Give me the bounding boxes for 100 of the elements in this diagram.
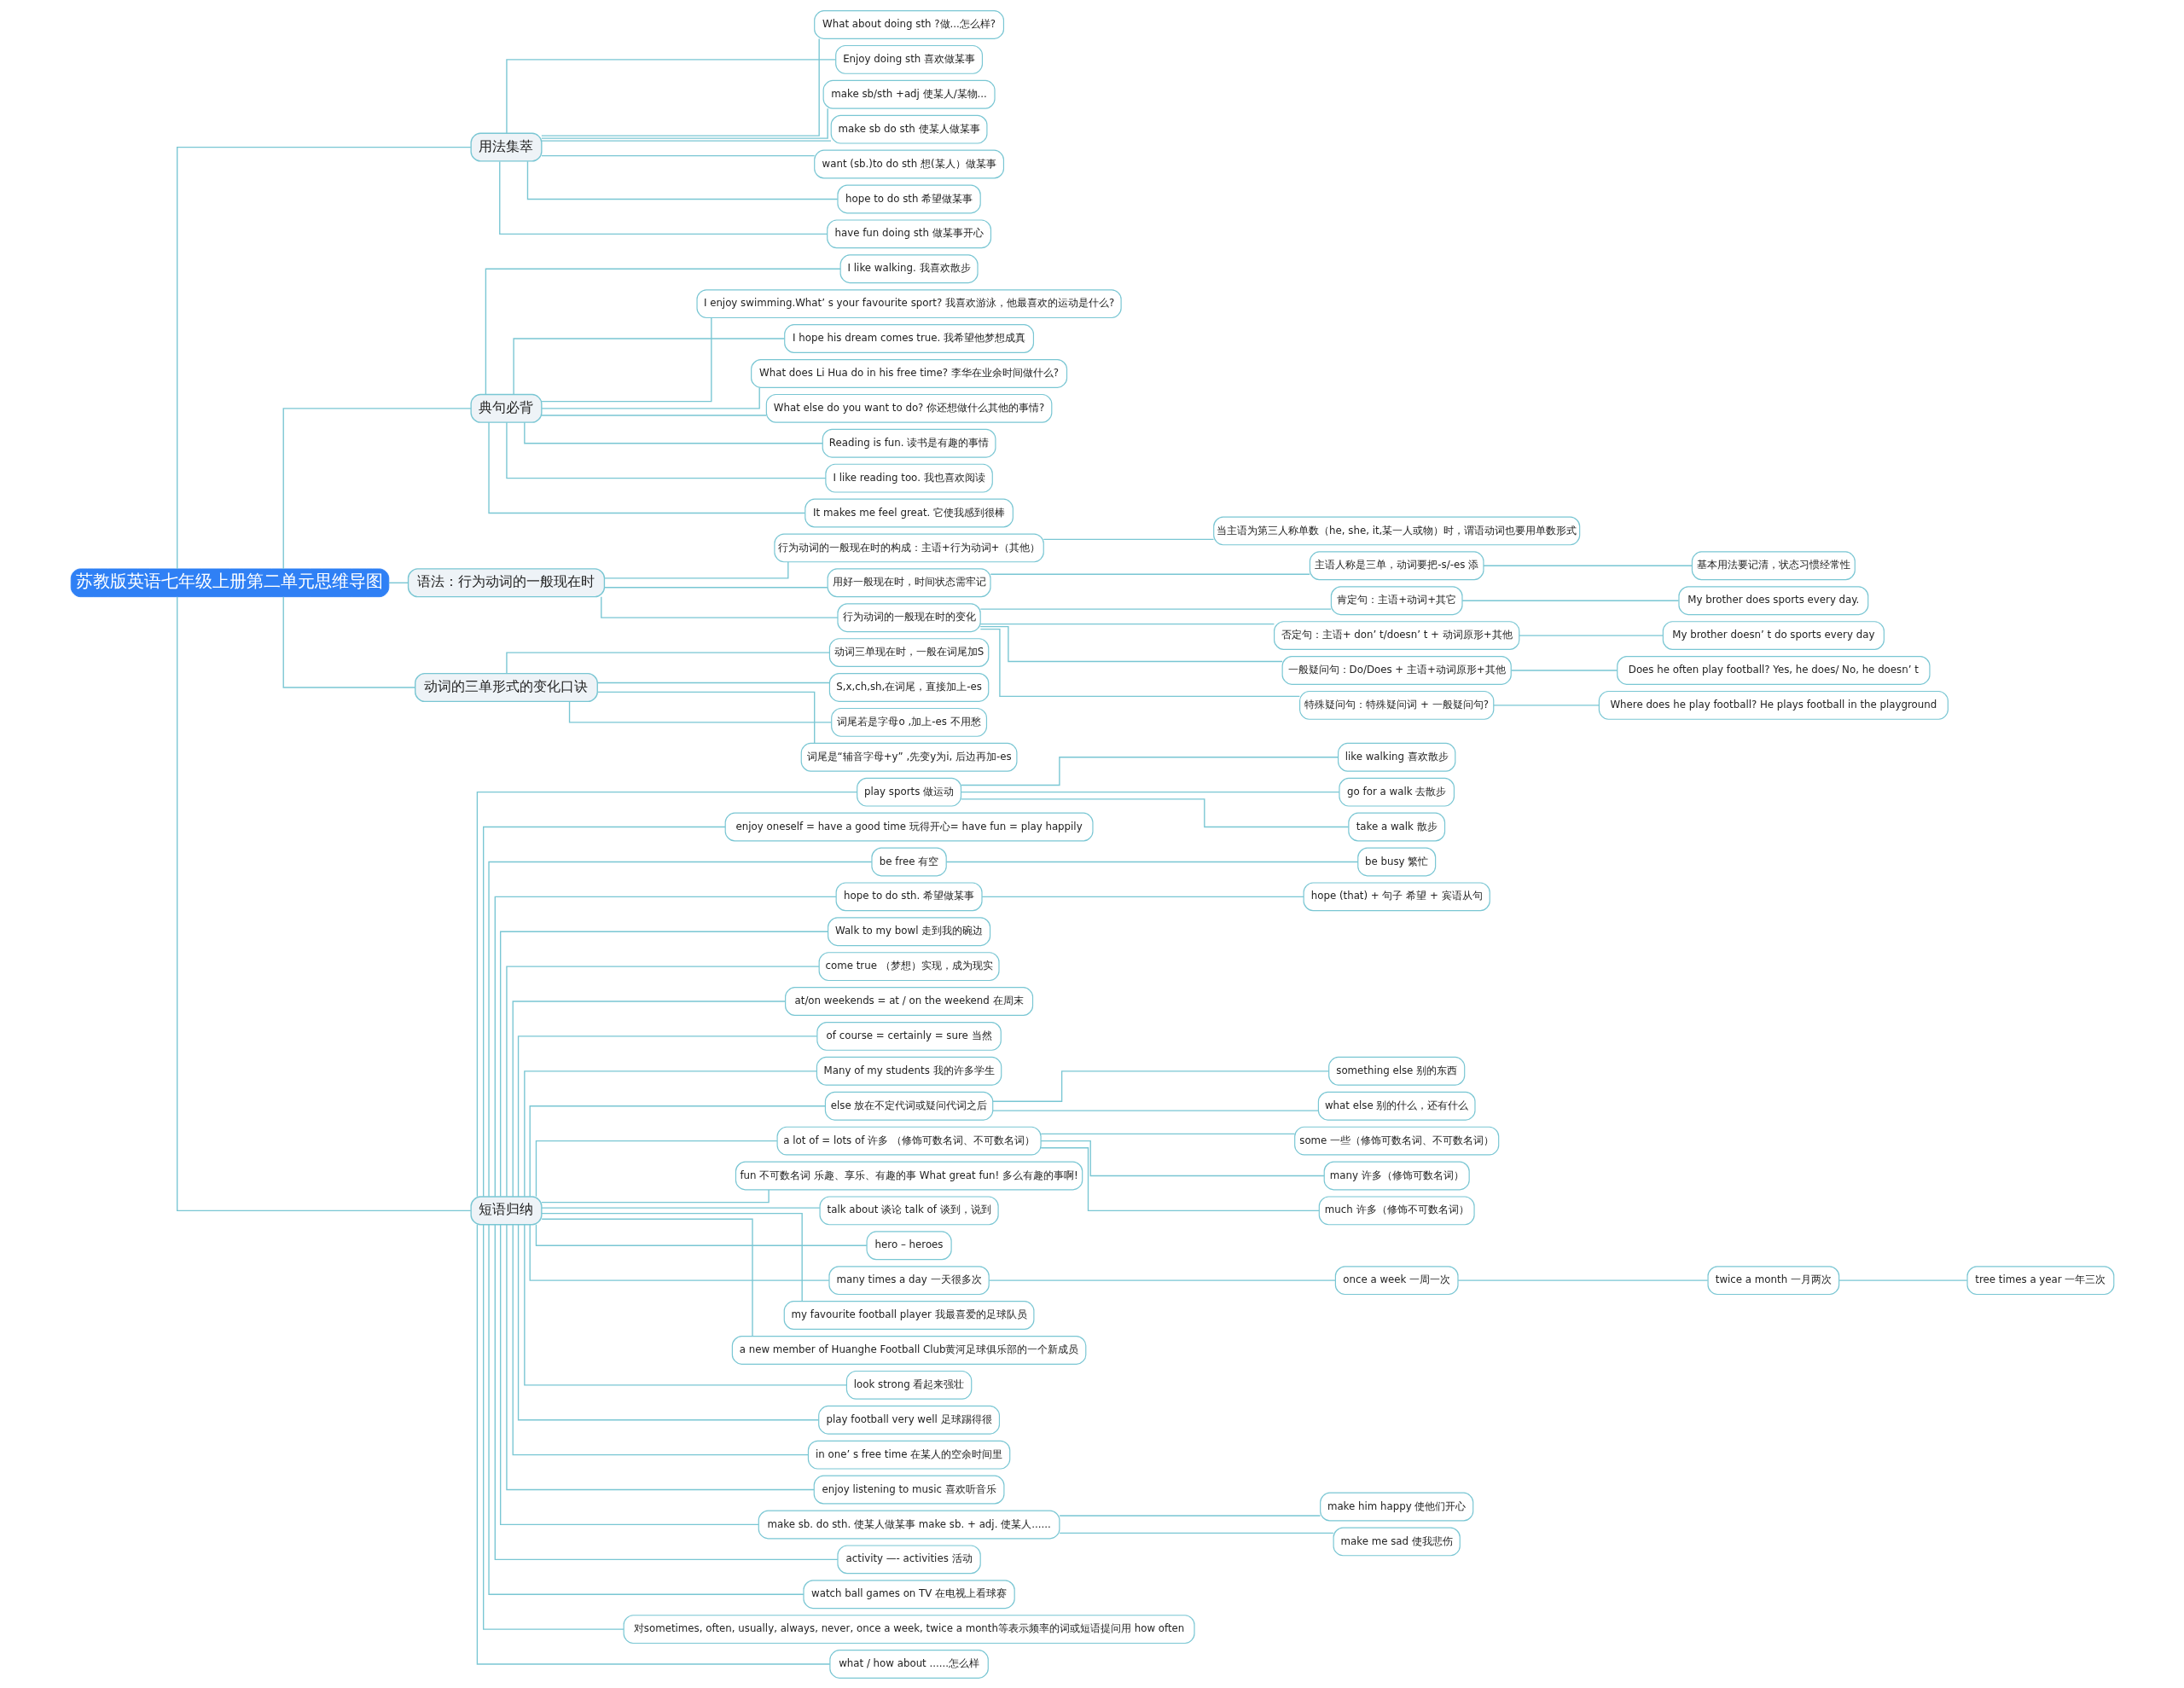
connector xyxy=(991,1110,1319,1111)
node-box: What about doing sth ?做...怎么样? xyxy=(813,9,1004,39)
node-box: My brother doesn’ t do sports every day xyxy=(1662,620,1885,650)
connector xyxy=(499,931,828,1197)
node-box: 用法集萃 xyxy=(469,132,542,162)
connector xyxy=(991,1070,1329,1102)
node-box: else 放在不定代词或疑问代词之后 xyxy=(824,1091,993,1121)
node-box: play sports 做运动 xyxy=(856,777,961,807)
connector xyxy=(512,337,785,395)
node-box: be free 有空 xyxy=(870,847,947,876)
connector xyxy=(517,1223,819,1420)
connector xyxy=(517,1035,817,1198)
node-box: much 许多（修饰不可数名词） xyxy=(1318,1195,1475,1225)
connector xyxy=(596,691,815,744)
node-box: S,x,ch,sh,在词尾，直接加上-es xyxy=(828,672,989,702)
connector xyxy=(176,146,471,570)
node-box: enjoy listening to music 喜欢听音乐 xyxy=(813,1475,1004,1504)
connector xyxy=(1043,538,1214,540)
connector xyxy=(485,268,841,395)
node-box: 基本用法要记清，状态习惯经常性 xyxy=(1691,550,1856,580)
connector xyxy=(1039,1146,1320,1211)
node-box: make sb. do sth. 使某人做某事 make sb. + adj. 使某人...... xyxy=(758,1510,1060,1539)
node-box: enjoy oneself = have a good time 玩得开心= have fun = play happily xyxy=(724,812,1094,841)
connector xyxy=(945,861,1358,862)
connector xyxy=(981,896,1304,897)
node-box: It makes me feel great. 它使我感到很棒 xyxy=(804,498,1014,527)
connector xyxy=(476,1223,830,1665)
connector xyxy=(487,421,805,513)
connector xyxy=(523,1223,847,1386)
node-box: 苏教版英语七年级上册第二单元思维导图 xyxy=(70,568,389,597)
node-box: make him happy 使他们开心 xyxy=(1319,1492,1473,1521)
node-box: fun 不可数名词 乐趣、享乐、有趣的事 What great fun! 多么有趣的事啊! xyxy=(735,1161,1083,1190)
connector xyxy=(960,756,1339,786)
connector xyxy=(1492,704,1600,706)
connector xyxy=(979,628,1300,697)
node-box: 用好一般现在时，时间状态需牢记 xyxy=(827,567,991,597)
node-box: look strong 看起来强壮 xyxy=(845,1370,972,1400)
connector xyxy=(568,700,832,723)
node-box: My brother does sports every day. xyxy=(1677,585,1868,615)
node-box: 行为动词的一般现在时的变化 xyxy=(836,602,981,632)
connector xyxy=(487,861,873,1198)
connector xyxy=(512,1223,809,1455)
connector xyxy=(505,1223,815,1490)
connector xyxy=(523,421,823,444)
node-box: be busy 繁忙 xyxy=(1356,847,1436,876)
connector xyxy=(1039,1140,1325,1176)
connector xyxy=(603,586,828,588)
node-box: hero – heroes xyxy=(865,1230,952,1260)
node-box: something else 别的东西 xyxy=(1327,1056,1465,1086)
node-box: 动词三单现在时，一般在词尾加S xyxy=(828,637,989,667)
node-box: I enjoy swimming.What’ s your favourite sport? 我喜欢游泳，他最喜欢的运动是什么? xyxy=(695,288,1122,318)
node-box: 词尾若是字母o ,加上-es 不用愁 xyxy=(830,707,987,737)
node-box: 特殊疑问句：特殊疑问词 + 一般疑问句? xyxy=(1298,690,1494,720)
connector xyxy=(526,160,838,200)
node-box: a lot of = lots of 许多 （修饰可数名词、不可数名词） xyxy=(776,1126,1042,1156)
connector xyxy=(540,38,820,136)
node-box: 语法：行为动词的一般现在时 xyxy=(407,567,605,597)
connector xyxy=(540,154,815,156)
connector xyxy=(505,58,836,134)
connector xyxy=(482,1223,624,1630)
connector xyxy=(1461,600,1679,601)
connector xyxy=(990,573,1310,575)
node-box: hope to do sth 希望做某事 xyxy=(836,184,981,213)
connector xyxy=(596,682,830,683)
connector xyxy=(1058,1514,1321,1517)
node-box: Does he often play football? Yes, he does/ No, he doesn’ t xyxy=(1616,655,1931,685)
node-box: like walking 喜欢散步 xyxy=(1337,742,1455,772)
node-box: 当主语为第三人称单数（he, she, it,某一人或物）时，谓语动词也要用单数形式 xyxy=(1212,515,1580,545)
node-box: I hope his dream comes true. 我希望他梦想成真 xyxy=(783,323,1034,353)
node-box: 否定句：主语+ don’ t/doesn’ t + 动词原形+其他 xyxy=(1273,620,1519,650)
node-box: many 许多（修饰可数名词） xyxy=(1323,1161,1470,1190)
node-box: many times a day 一天很多次 xyxy=(828,1265,990,1295)
connector xyxy=(1518,634,1664,636)
node-box: 肯定句：主语+动词+其它 xyxy=(1330,585,1463,615)
connector xyxy=(540,386,760,409)
node-box: of course = certainly = sure 当然 xyxy=(816,1021,1002,1051)
connector xyxy=(540,1206,821,1209)
node-box: talk about 谈论 talk of 谈到，说到 xyxy=(819,1195,999,1225)
node-box: 动词的三单形式的变化口诀 xyxy=(414,672,598,702)
connector xyxy=(1838,1279,1967,1281)
connector xyxy=(540,139,832,142)
node-box: make sb/sth +adj 使某人/某物... xyxy=(822,79,996,109)
node-box: Where does he play football? He plays football in the playground xyxy=(1598,690,1949,720)
node-box: come true （梦想）实现，成为现实 xyxy=(818,951,1000,981)
node-box: play football very well 足球踢得很 xyxy=(817,1405,1000,1435)
connector xyxy=(1482,565,1693,566)
connector xyxy=(487,1223,804,1595)
node-box: once a week 一周一次 xyxy=(1334,1265,1459,1295)
node-box: hope to do sth. 希望做某事 xyxy=(835,881,983,911)
connector xyxy=(387,582,409,583)
connector xyxy=(535,1223,868,1246)
connector xyxy=(176,595,471,1211)
node-box: Many of my students 我的许多学生 xyxy=(816,1056,1002,1086)
node-box: I like reading too. 我也喜欢阅读 xyxy=(824,463,993,493)
node-box: go for a walk 去散步 xyxy=(1338,777,1455,807)
connector xyxy=(1040,1133,1295,1134)
node-box: 行为动词的一般现在时的构成：主语+行为动词+（其他） xyxy=(773,532,1044,562)
connector xyxy=(282,407,472,570)
node-box: what else 别的什么，还有什么 xyxy=(1317,1091,1476,1121)
connector xyxy=(979,608,1332,610)
